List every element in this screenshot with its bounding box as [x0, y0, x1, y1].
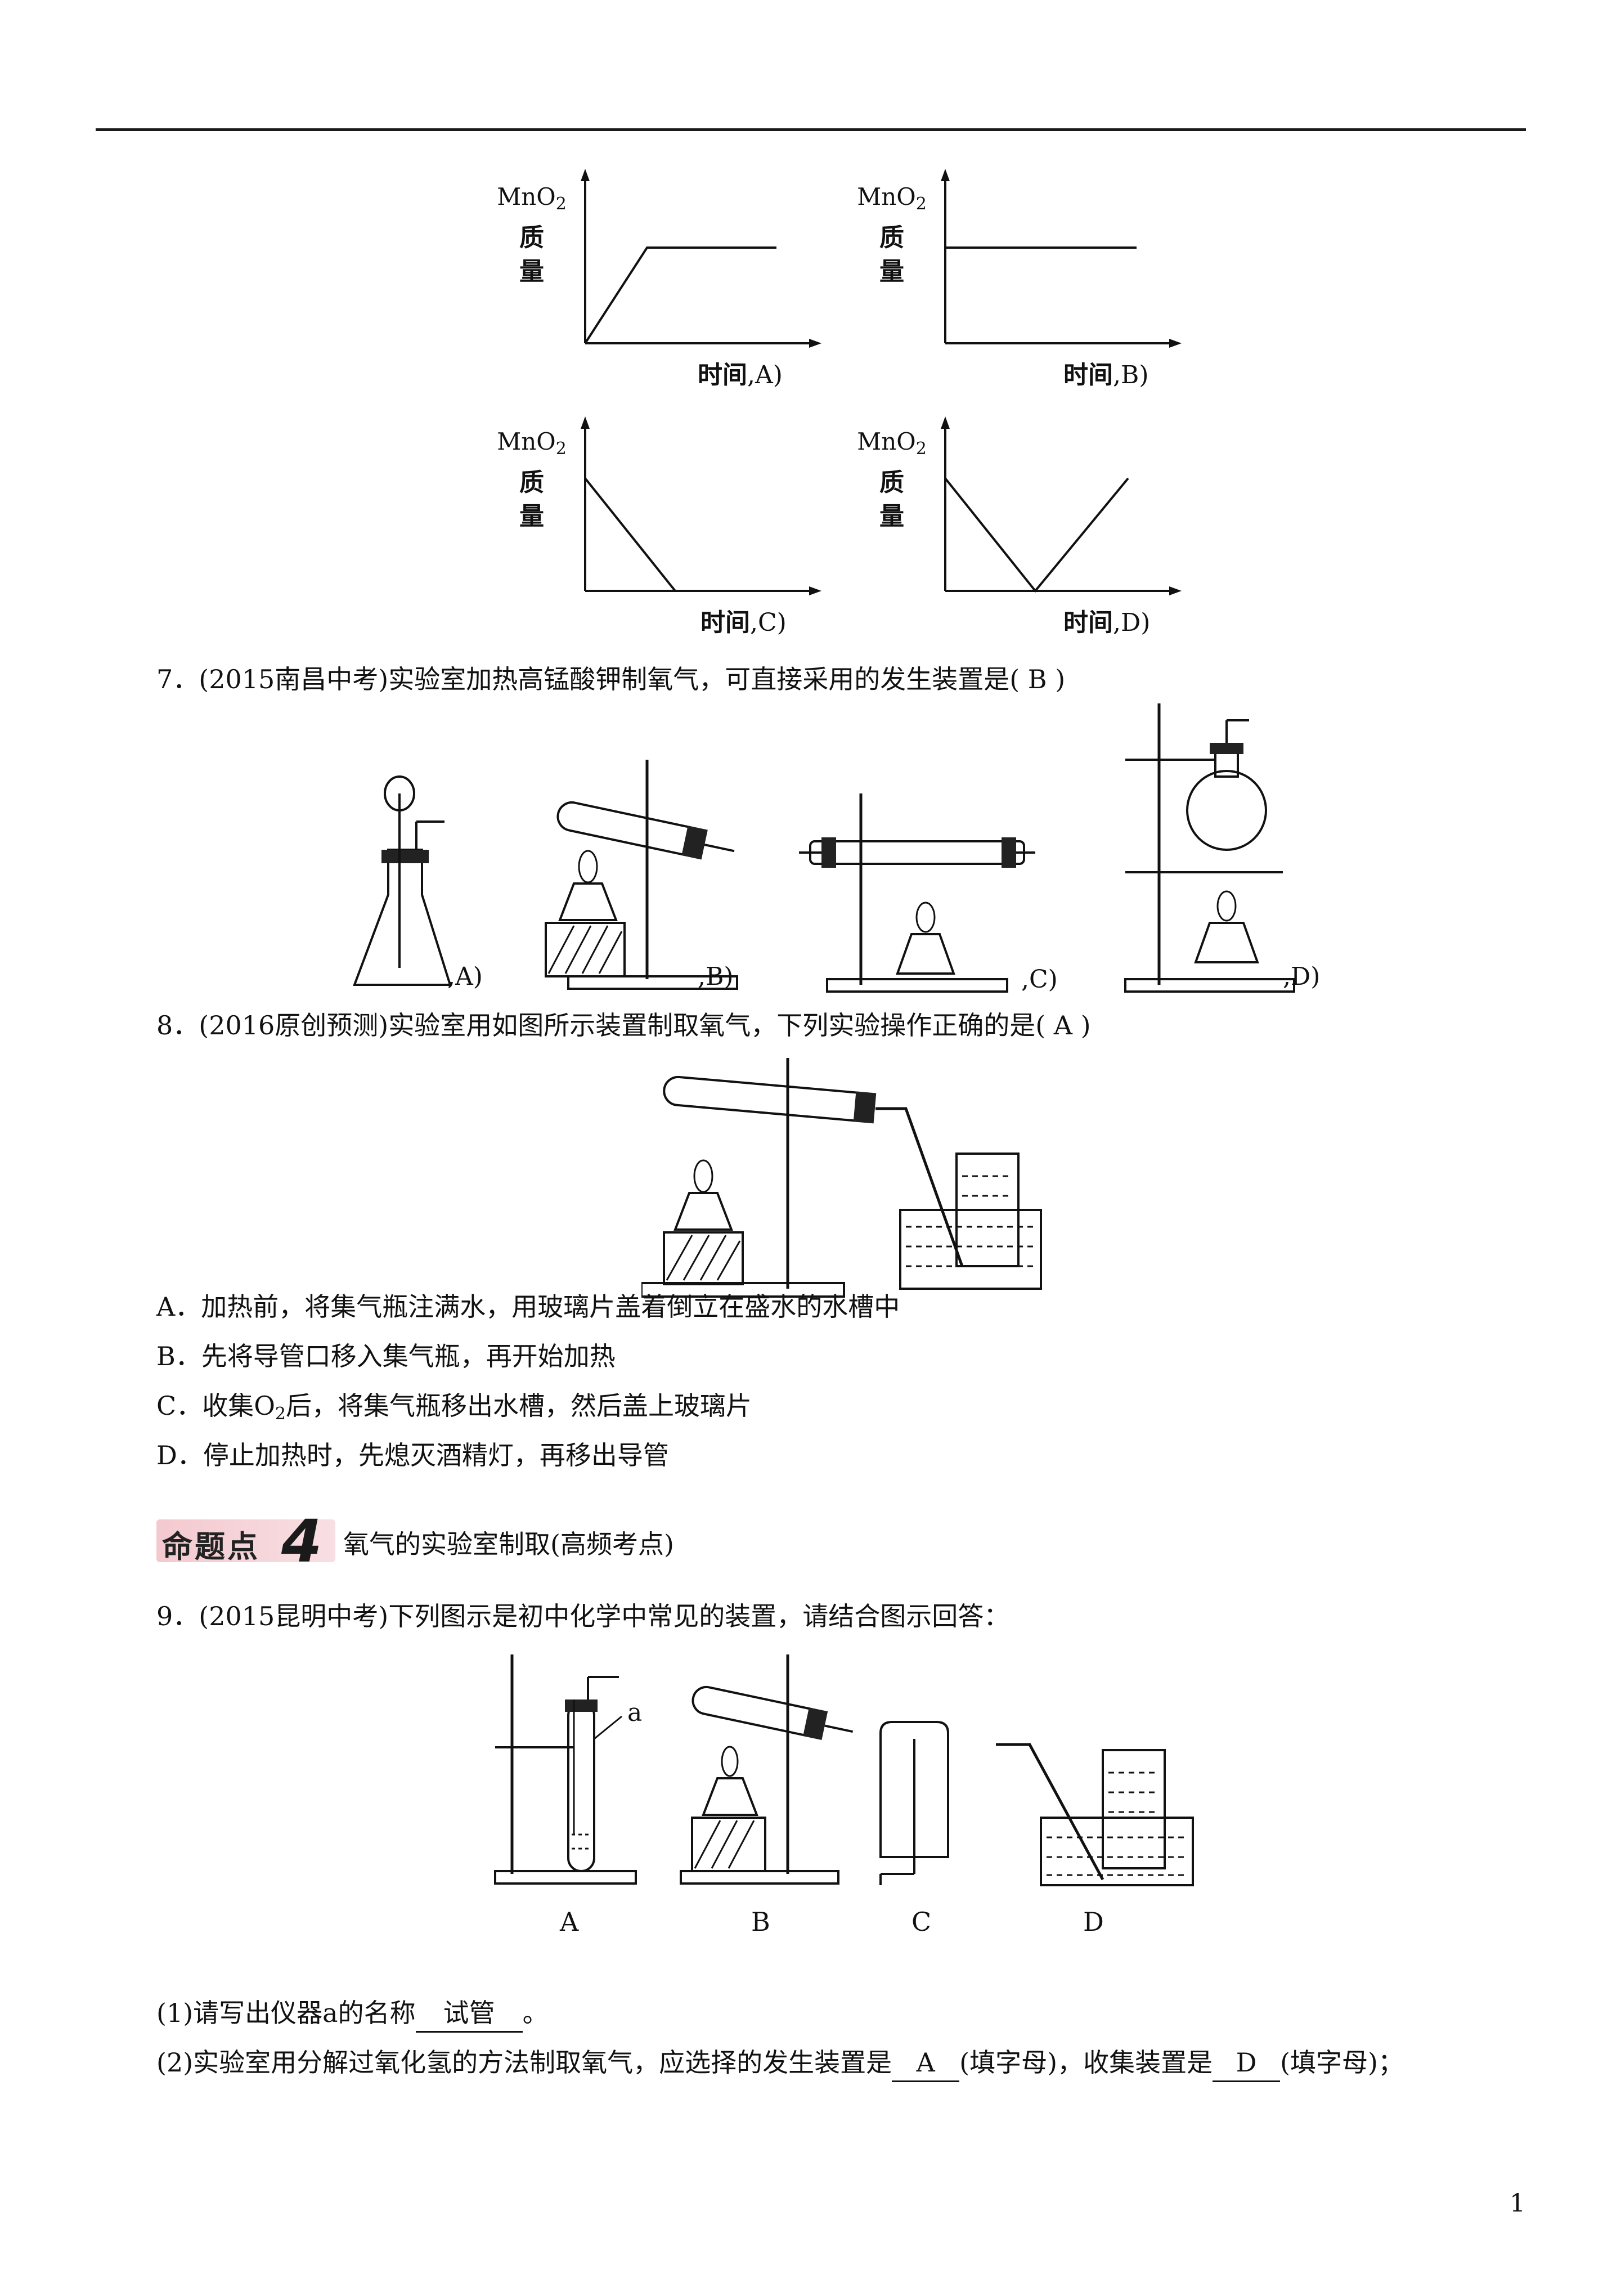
q9-caption-c: C	[911, 1907, 932, 1937]
q7-caption-c: ,C)	[1021, 965, 1058, 994]
q9-answer-2a: A	[892, 2044, 960, 2082]
section-badge-text: 命题点	[162, 1529, 260, 1564]
q7-caption-a: ,A)	[447, 962, 483, 991]
page-number: 1	[1510, 2189, 1525, 2218]
graph-d-xlabel: 时间,D)	[1063, 608, 1151, 637]
graph-b: MnO2 质量 时间,B)	[855, 169, 1193, 394]
q8-option-c: C．收集O2后，将集气瓶移出水槽，然后盖上玻璃片	[156, 1391, 752, 1424]
graph-b-xlabel: 时间,B)	[1063, 361, 1149, 389]
q9-caption-a: A	[560, 1907, 579, 1937]
q9-apparatus-d	[990, 1728, 1204, 1891]
q9-subquestion-1: (1)请写出仪器a的名称试管。	[156, 1995, 549, 2033]
question-9: 9．(2015昆明中考)下列图示是初中化学中常见的装置，请结合图示回答：	[156, 1601, 1010, 1631]
q9-apparatus-b	[675, 1649, 878, 1891]
q8-apparatus	[641, 1052, 1069, 1300]
q8-option-b: B．先将导管口移入集气瓶，再开始加热	[156, 1341, 616, 1371]
graph-d: MnO2 质量 时间,D)	[855, 416, 1193, 642]
q8-option-a: A．加热前，将集气瓶注满水，用玻璃片盖着倒立在盛水的水槽中	[156, 1292, 900, 1322]
q9-answer-2b: D	[1213, 2044, 1281, 2082]
graph-c-plot	[581, 416, 821, 595]
q9-caption-b: B	[751, 1907, 770, 1937]
q7-apparatus-c: ,C)	[799, 788, 1063, 1002]
graph-c-ylabel: MnO2 质量	[497, 428, 567, 531]
graph-b-ylabel: MnO2 质量	[857, 183, 927, 286]
graph-d-plot	[941, 416, 1182, 595]
q7-apparatus-b: ,B)	[535, 754, 771, 1002]
graph-a: MnO2 质量 时间,A)	[495, 169, 833, 394]
q9-instrument-label-a: a	[627, 1698, 643, 1727]
header-rule	[96, 128, 1526, 131]
q9-apparatus-a: a	[490, 1649, 703, 1891]
graph-c: MnO2 质量 时间,C)	[495, 416, 833, 642]
q9-apparatus-c	[869, 1716, 971, 1891]
q7-caption-b: ,B)	[698, 962, 734, 991]
q8-option-d: D．停止加热时，先熄灭酒精灯，再移出导管	[156, 1440, 669, 1470]
question-8: 8．(2016原创预测)实验室用如图所示装置制取氧气，下列实验操作正确的是( A…	[156, 1010, 1091, 1041]
q7-apparatus-d: ,D)	[1114, 698, 1350, 1002]
graph-a-xlabel: 时间,A)	[698, 361, 783, 389]
graph-a-ylabel: MnO2 质量	[497, 183, 567, 286]
section-badge-number: 4	[281, 1507, 322, 1576]
q9-answer-1: 试管	[415, 1995, 523, 2033]
question-7: 7．(2015南昌中考)实验室加热高锰酸钾制氧气，可直接采用的发生装置是( B …	[156, 664, 1066, 694]
graph-d-ylabel: MnO2 质量	[857, 428, 927, 531]
section-title: 氧气的实验室制取(高频考点)	[343, 1529, 674, 1559]
q7-apparatus-a: ,A)	[338, 765, 518, 1002]
graph-a-plot	[581, 169, 821, 348]
graph-c-xlabel: 时间,C)	[701, 608, 787, 637]
q7-caption-d: ,D)	[1283, 962, 1321, 991]
graph-b-plot	[941, 169, 1182, 348]
section-badge: 命题点 4	[156, 1507, 335, 1576]
q9-caption-d: D	[1083, 1907, 1104, 1937]
